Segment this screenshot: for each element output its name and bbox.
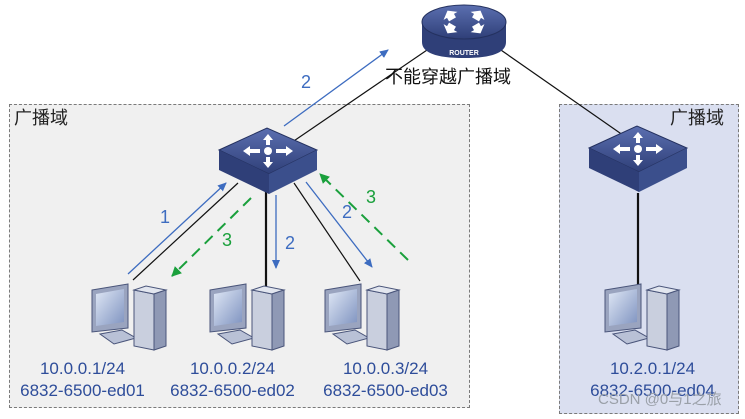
- arrow-3-to-host1: [171, 197, 252, 277]
- host-4-label: 10.2.0.1/24 6832-6500-ed04: [580, 358, 725, 402]
- blue-arrows: [127, 49, 389, 275]
- switch-right-icon: [587, 125, 689, 192]
- arrow-2-to-router: [283, 49, 389, 127]
- host-computer-icon-2: [209, 283, 286, 351]
- host-1-label: 10.0.0.1/24 6832-6500-ed01: [10, 358, 155, 402]
- link-router-switch-left: [284, 47, 431, 148]
- host-computer-icon-4: [604, 283, 681, 351]
- host-1-name: 6832-6500-ed01: [20, 381, 145, 400]
- green-arrows: [171, 173, 409, 277]
- arrow-3-from-host3: [319, 173, 409, 261]
- watermark: CSDN @0与1之旅: [598, 391, 722, 408]
- arrow-label-3-host1: 3: [222, 230, 233, 250]
- host-computer-icon-1: [91, 283, 168, 351]
- broadcast-domain-right-label: 广播域: [670, 108, 724, 129]
- link-switch-host1: [132, 182, 239, 281]
- host-4-ip: 10.2.0.1/24: [609, 359, 696, 378]
- switch-left-icon: [217, 127, 319, 194]
- links: [132, 47, 640, 288]
- router-icon: ROUTER: [421, 4, 507, 58]
- host-computer-icon-3: [324, 283, 401, 351]
- host-1-ip: 10.0.0.1/24: [39, 359, 126, 378]
- arrow-label-1: 1: [160, 207, 171, 227]
- host-4-name: 6832-6500-ed04: [590, 381, 715, 400]
- host-3-name: 6832-6500-ed03: [323, 381, 448, 400]
- host-3-ip: 10.0.0.3/24: [342, 359, 429, 378]
- arrow-label-2-host3: 2: [342, 202, 353, 222]
- host-2-name: 6832-6500-ed02: [170, 381, 295, 400]
- arrow-1: [127, 182, 227, 275]
- host-3-label: 10.0.0.3/24 6832-6500-ed03: [313, 358, 458, 402]
- router-caption: 不能穿越广播域: [385, 67, 511, 88]
- arrow-2-to-host3: [305, 181, 373, 268]
- arrow-label-2-host2: 2: [285, 233, 296, 253]
- arrow-label-3-host3: 3: [366, 187, 377, 207]
- host-2-label: 10.0.0.2/24 6832-6500-ed02: [160, 358, 305, 402]
- arrow-label-2-router: 2: [301, 72, 312, 92]
- link-switch-host3: [293, 182, 361, 282]
- broadcast-domain-left-label: 广播域: [14, 108, 68, 129]
- host-2-ip: 10.0.0.2/24: [189, 359, 276, 378]
- link-router-switch-right: [497, 47, 631, 141]
- router-badge: ROUTER: [449, 50, 479, 57]
